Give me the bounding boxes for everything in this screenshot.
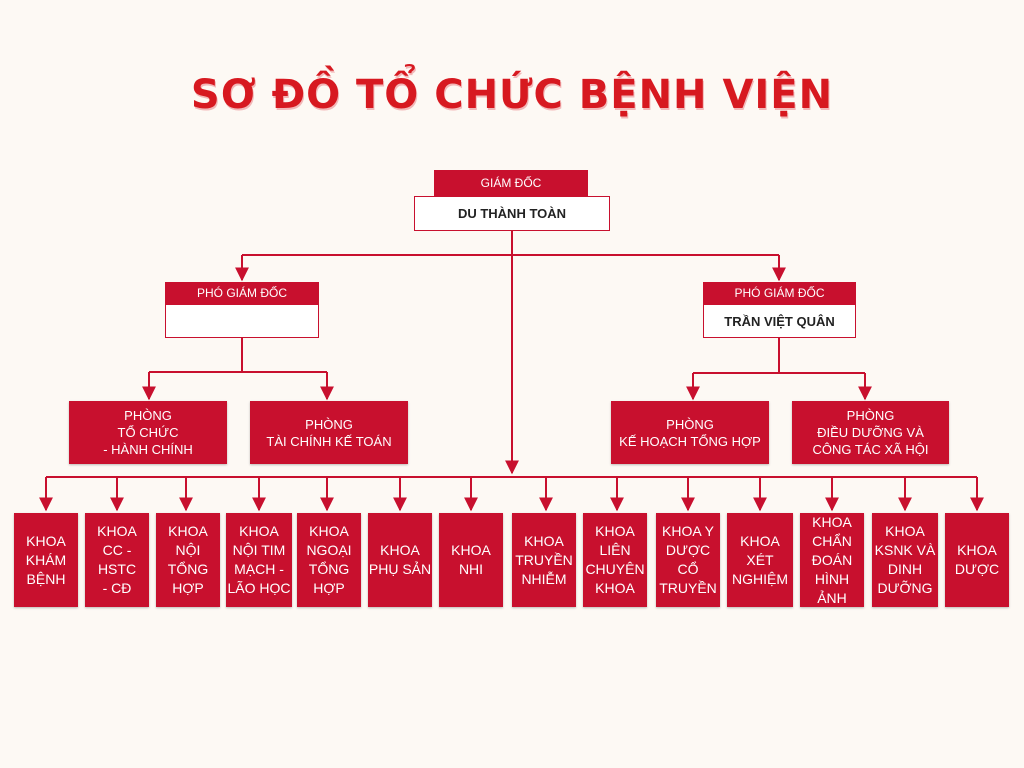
dept-to-chuc-hanh-chinh: PHÒNG TỔ CHỨC - HÀNH CHÍNH [69,401,227,464]
vice-director-left-name [165,304,319,338]
faculty-2: KHOA CC - HSTC - CĐ [85,513,149,607]
faculty-7: KHOA NHI [439,513,503,607]
vice-director-left-role: PHÓ GIÁM ĐỐC [165,282,319,304]
dept-ke-hoach-tong-hop: PHÒNG KẾ HOẠCH TỔNG HỢP [611,401,769,464]
dept-tai-chinh-ke-toan: PHÒNG TÀI CHÍNH KẾ TOÁN [250,401,408,464]
faculty-8: KHOA TRUYỀN NHIỄM [512,513,576,607]
director-role: GIÁM ĐỐC [434,170,588,196]
vice-director-right-role: PHÓ GIÁM ĐỐC [703,282,856,304]
faculty-11: KHOA XÉT NGHIỆM [727,513,793,607]
faculty-13: KHOA KSNK VÀ DINH DƯỠNG [872,513,938,607]
faculty-6: KHOA PHỤ SẢN [368,513,432,607]
faculty-1: KHOA KHÁM BỆNH [14,513,78,607]
faculty-4: KHOA NỘI TIM MẠCH - LÃO HỌC [226,513,292,607]
vice-director-right-name: TRẦN VIỆT QUÂN [703,304,856,338]
faculty-9: KHOA LIÊN CHUYÊN KHOA [583,513,647,607]
faculty-10: KHOA Y DƯỢC CỔ TRUYỀN [656,513,720,607]
faculty-3: KHOA NỘI TỔNG HỢP [156,513,220,607]
director-name: DU THÀNH TOÀN [414,196,610,231]
faculty-5: KHOA NGOẠI TỔNG HỢP [297,513,361,607]
dept-dieu-duong-ctxh: PHÒNG ĐIỀU DƯỠNG VÀ CÔNG TÁC XÃ HỘI [792,401,949,464]
page-title: SƠ ĐỒ TỔ CHỨC BỆNH VIỆN [190,72,834,118]
faculty-12: KHOA CHẨN ĐOÁN HÌNH ẢNH [800,513,864,607]
faculty-14: KHOA DƯỢC [945,513,1009,607]
